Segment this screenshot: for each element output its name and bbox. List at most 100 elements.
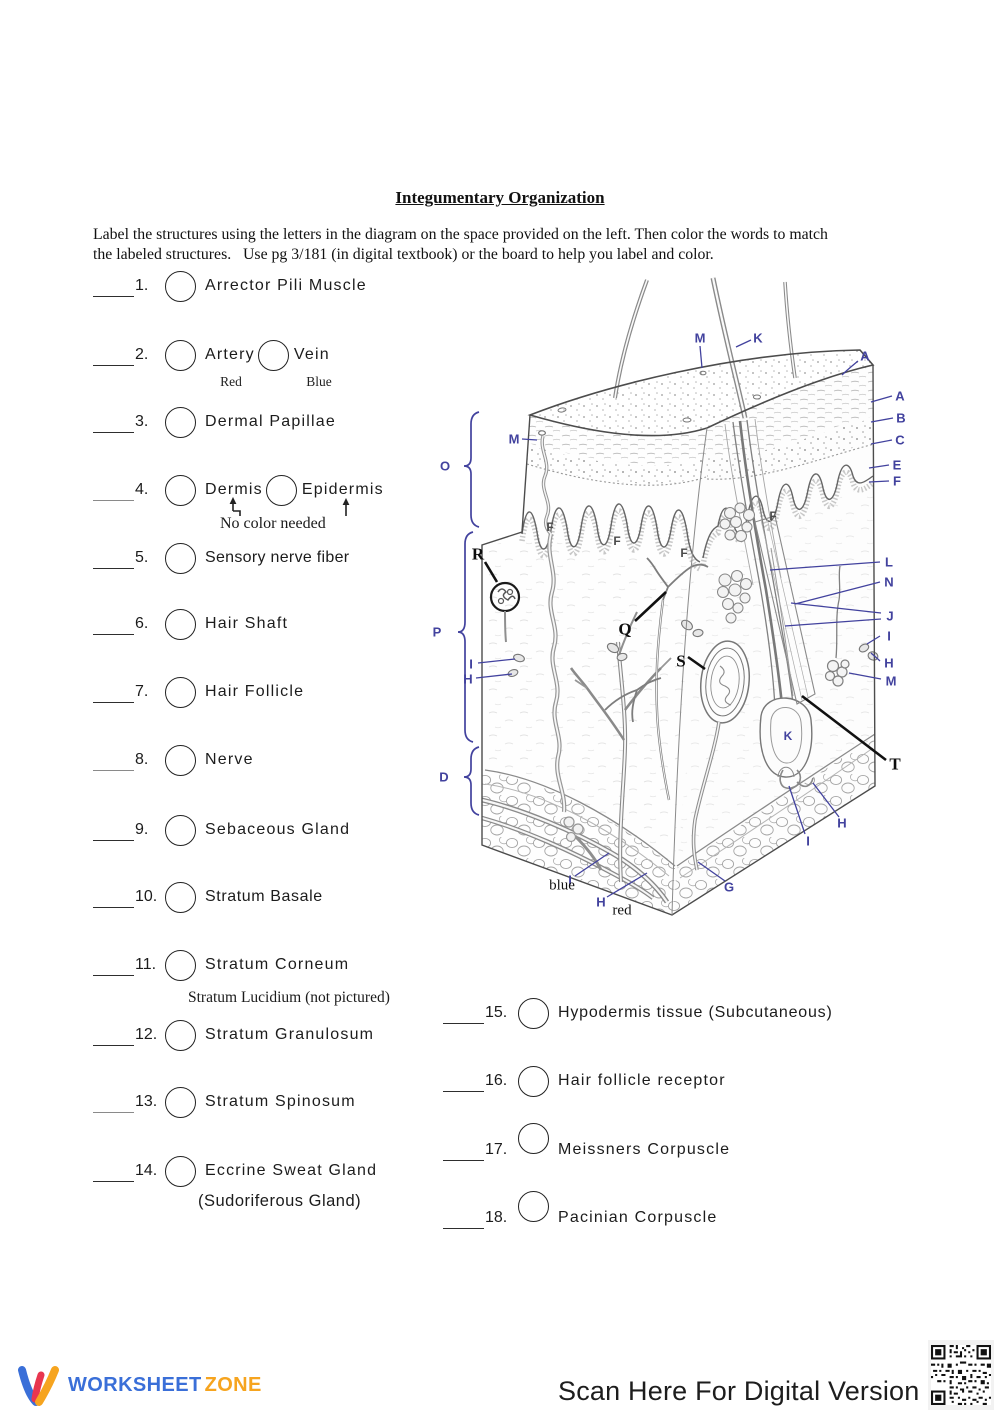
list-item-11: 11. Stratum Corneum xyxy=(93,949,349,981)
color-circle[interactable] xyxy=(165,339,196,371)
answer-blank-8[interactable] xyxy=(93,748,134,771)
item-number: 17. xyxy=(485,1141,508,1158)
answer-blank-17[interactable] xyxy=(443,1138,484,1161)
scan-here-text: Scan Here For Digital Version xyxy=(558,1376,920,1406)
answer-blank-18[interactable] xyxy=(443,1206,484,1229)
color-circle[interactable] xyxy=(518,1065,549,1097)
item-number: 15. xyxy=(485,1004,508,1021)
pacinian-corpuscle xyxy=(691,640,751,871)
nerve-twig xyxy=(604,677,662,723)
page-title: Integumentary Organization xyxy=(395,188,605,207)
hypodermis-brace xyxy=(463,746,480,816)
hair-shafts xyxy=(557,277,797,423)
diagram-label-O: O xyxy=(439,458,451,474)
list-item-9: 9. Sebaceous Gland xyxy=(93,814,350,846)
item-number: 2. xyxy=(135,346,149,363)
color-circle[interactable] xyxy=(165,949,196,981)
answer-blank-11[interactable] xyxy=(93,953,134,976)
eccrine-gland-coil xyxy=(824,565,850,687)
color-circle[interactable] xyxy=(165,676,196,708)
item-number: 12. xyxy=(135,1026,158,1043)
item-label: Dermal Papillae xyxy=(205,413,336,430)
answer-blank-12[interactable] xyxy=(93,1023,134,1046)
hair-follicle xyxy=(724,418,814,790)
color-circle[interactable] xyxy=(165,608,196,640)
sweat-gland-duct xyxy=(537,430,584,843)
answer-blank-16[interactable] xyxy=(443,1069,484,1092)
dermis-brace xyxy=(457,531,474,743)
item-label: Stratum Corneum xyxy=(205,956,350,973)
color-circle[interactable] xyxy=(165,814,196,846)
skin-diagram: O P D M K A A B C E F M R Q S T F F F F … xyxy=(425,270,920,925)
answer-blank-4[interactable] xyxy=(93,478,134,501)
answer-blank-15[interactable] xyxy=(443,1001,484,1024)
diagram-label-F2: F xyxy=(613,534,621,548)
answer-blank-7[interactable] xyxy=(93,680,134,703)
blood-vessels xyxy=(481,797,670,904)
color-word-blue: blue xyxy=(549,877,575,894)
diagram-label-D: D xyxy=(439,769,449,785)
hair-nerve-fiber xyxy=(770,547,794,697)
list-item-12: 12. Stratum Granulosum xyxy=(93,1019,374,1051)
item-label: Hypodermis tissue (Subcutaneous) xyxy=(558,1004,833,1021)
answer-blank-6[interactable] xyxy=(93,612,134,635)
diagram-label-F1: F xyxy=(546,520,554,534)
answer-blank-3[interactable] xyxy=(93,410,134,433)
color-circle[interactable] xyxy=(165,270,196,302)
color-circle[interactable] xyxy=(165,406,196,438)
answer-blank-1[interactable] xyxy=(93,274,134,297)
diagram-label-R: R xyxy=(471,544,485,564)
color-circle[interactable] xyxy=(165,474,196,506)
answer-blank-9[interactable] xyxy=(93,818,134,841)
item-label: Pacinian Corpuscle xyxy=(558,1209,718,1226)
diagram-label-S: S xyxy=(676,651,686,671)
answer-blank-13[interactable] xyxy=(93,1090,134,1113)
item-label: Sebaceous Gland xyxy=(205,821,351,838)
layer-braces xyxy=(457,411,480,816)
answer-blank-10[interactable] xyxy=(93,885,134,908)
item-label: Stratum Spinosum xyxy=(205,1093,356,1110)
diagram-label-N: N xyxy=(884,574,894,590)
leader-lines xyxy=(475,339,894,898)
instructions-line-2: the labeled structures. Use pg 3/181 (in… xyxy=(93,246,714,263)
color-circle[interactable] xyxy=(518,1190,549,1222)
color-circle[interactable] xyxy=(165,744,196,776)
item-label-2: Vein xyxy=(293,346,330,363)
diagram-label-H-right: H xyxy=(884,655,894,671)
color-circle[interactable] xyxy=(257,339,289,371)
diagram-label-F3: F xyxy=(680,546,688,560)
list-item-10: 10. Stratum Basale xyxy=(93,881,323,913)
item-label-2: Epidermis xyxy=(301,481,384,498)
item-number: 8. xyxy=(135,751,149,768)
item-number: 7. xyxy=(135,683,149,700)
color-circle[interactable] xyxy=(265,474,297,506)
diagram-label-A-layer: A xyxy=(895,388,905,404)
answer-blank-14[interactable] xyxy=(93,1159,134,1182)
color-circle[interactable] xyxy=(165,1019,196,1051)
diagram-label-M-duct: M xyxy=(508,431,520,447)
color-circle[interactable] xyxy=(165,1086,196,1118)
item-label: Arrector Pili Muscle xyxy=(205,277,367,294)
item-number: 18. xyxy=(485,1209,508,1226)
list-item-4: 4. Dermis Epidermis xyxy=(93,474,384,506)
diagram-label-Q: Q xyxy=(618,619,632,639)
skin-diagram-art xyxy=(457,277,894,916)
meissner-corpuscle xyxy=(489,581,521,643)
answer-blank-5[interactable] xyxy=(93,546,134,569)
list-item-7: 7. Hair Follicle xyxy=(93,676,304,708)
item-number: 14. xyxy=(135,1162,158,1179)
lucidium-note: Stratum Lucidium (not pictured) xyxy=(188,989,390,1006)
color-circle[interactable] xyxy=(518,1122,549,1154)
answer-blank-2[interactable] xyxy=(93,343,134,366)
logo-w-icon xyxy=(18,1366,59,1406)
item-number: 16. xyxy=(485,1072,508,1089)
item-label: Hair Shaft xyxy=(205,615,289,632)
color-circle[interactable] xyxy=(518,997,549,1029)
list-item-13: 13. Stratum Spinosum xyxy=(93,1086,356,1118)
epidermis-brace xyxy=(463,411,480,528)
color-circle[interactable] xyxy=(165,881,196,913)
color-circle[interactable] xyxy=(165,542,196,574)
color-circle[interactable] xyxy=(165,1155,196,1187)
item-number: 10. xyxy=(135,888,158,905)
